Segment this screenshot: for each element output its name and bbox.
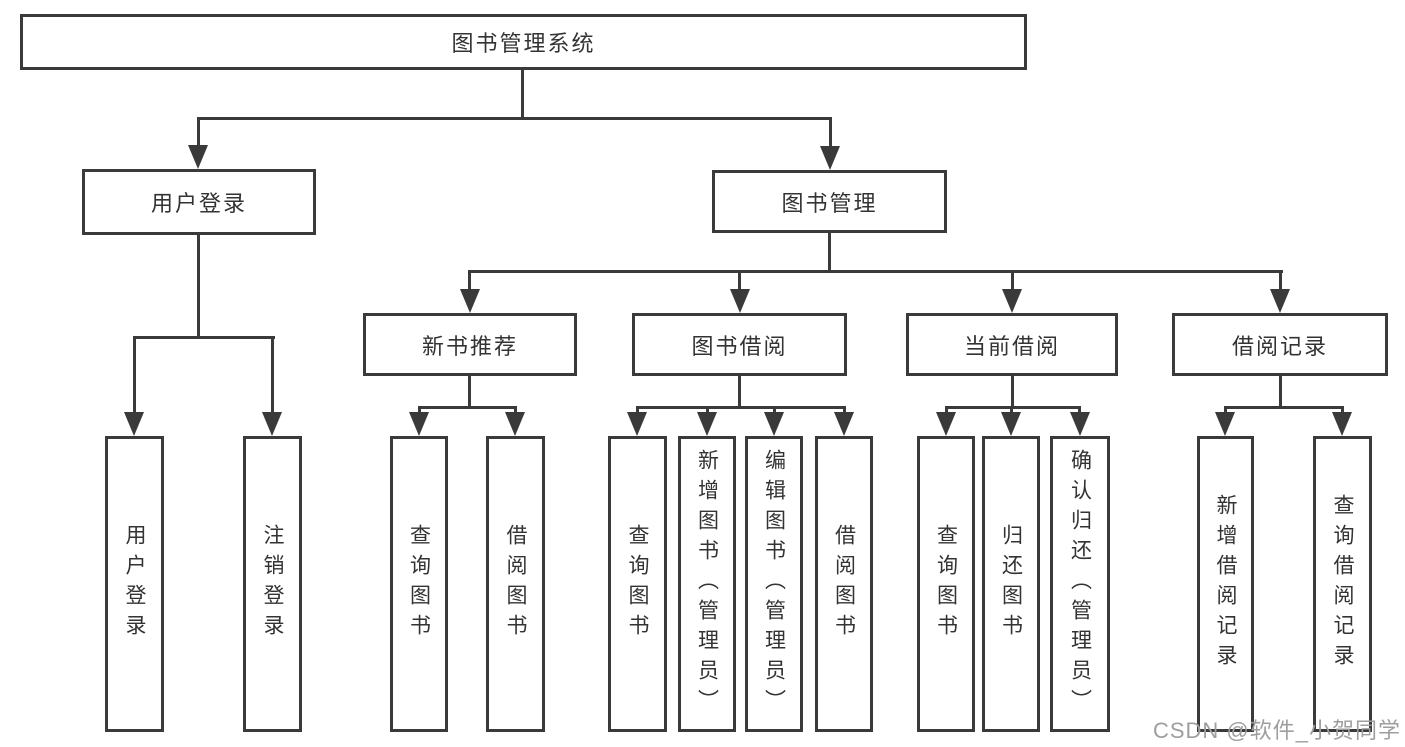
node-current-borrowing: 当前借阅	[906, 313, 1118, 376]
leaf-label: 归还图书	[999, 524, 1023, 644]
arrow-down-icon	[627, 412, 647, 436]
connector-arrow-shaft	[738, 270, 741, 290]
leaf-borrow-books-2: 借阅图书	[815, 436, 873, 732]
connector-book-borrowing-stub	[738, 376, 741, 408]
connector-arrow-shaft	[197, 117, 200, 147]
connector-user-login-horizontal	[133, 336, 275, 339]
csdn-watermark: CSDN @软件_小贺同学	[1152, 718, 1401, 743]
connector-user-login-stub	[197, 235, 200, 338]
leaf-query-books-3: 查询图书	[917, 436, 975, 732]
leaf-label: 借阅图书	[504, 524, 527, 644]
arrow-down-icon	[1070, 412, 1090, 436]
leaf-add-borrow-record: 新增借阅记录	[1197, 436, 1254, 732]
node-label: 借阅记录	[1231, 333, 1328, 359]
connector-arrow-shaft	[271, 336, 274, 414]
arrow-down-icon	[697, 412, 717, 436]
arrow-down-icon	[188, 145, 208, 169]
arrow-down-icon	[820, 146, 840, 170]
node-label: 用户登录	[150, 191, 247, 216]
arrow-down-icon	[262, 412, 282, 436]
connector-arrow-shaft	[773, 406, 776, 416]
leaf-label: 用户登录	[123, 524, 146, 644]
node-label: 新书推荐	[421, 333, 518, 359]
node-label: 图书管理系统	[451, 31, 596, 56]
connector-root-horizontal	[197, 117, 832, 120]
connector-arrow-shaft	[1279, 270, 1282, 290]
arrow-down-icon	[764, 412, 784, 436]
arrow-down-icon	[1215, 412, 1235, 436]
connector-arrow-shaft	[1224, 406, 1227, 416]
arrow-down-icon	[834, 412, 854, 436]
node-borrowing-records: 借阅记录	[1172, 313, 1388, 376]
leaf-label: 注销登录	[261, 524, 284, 644]
leaf-label: 查询图书	[626, 524, 649, 644]
arrow-down-icon	[409, 412, 429, 436]
arrow-down-icon	[460, 289, 480, 313]
leaf-label: 查询借阅记录	[1331, 494, 1354, 674]
connector-new-book-horizontal	[419, 406, 517, 409]
arrow-down-icon	[730, 289, 750, 313]
node-user-login: 用户登录	[82, 169, 316, 235]
connector-current-borrowing-horizontal	[946, 406, 1080, 409]
arrow-down-icon	[1332, 412, 1352, 436]
leaf-logout: 注销登录	[243, 436, 302, 732]
leaf-user-login: 用户登录	[105, 436, 164, 732]
node-book-borrowing: 图书借阅	[632, 313, 847, 376]
node-book-management: 图书管理	[712, 170, 947, 233]
connector-arrow-shaft	[514, 406, 517, 416]
leaf-confirm-return-admin: 确认归还（管理员）	[1050, 436, 1110, 732]
connector-level3-horizontal	[470, 270, 1283, 273]
connector-arrow-shaft	[1011, 270, 1014, 290]
connector-borrowing-records-horizontal	[1225, 406, 1343, 409]
connector-arrow-shaft	[636, 406, 639, 416]
leaf-edit-books-admin: 编辑图书（管理员）	[745, 436, 803, 732]
leaf-label: 借阅图书	[832, 524, 856, 644]
connector-arrow-shaft	[468, 270, 471, 290]
arrow-down-icon	[124, 412, 144, 436]
leaf-query-books-2: 查询图书	[608, 436, 667, 732]
connector-arrow-shaft	[133, 336, 136, 414]
leaf-query-books-1: 查询图书	[390, 436, 448, 732]
connector-arrow-shaft	[829, 117, 832, 147]
arrow-down-icon	[1270, 289, 1290, 313]
connector-arrow-shaft	[706, 406, 709, 416]
connector-arrow-shaft	[1341, 406, 1344, 416]
leaf-label: 查询图书	[934, 524, 958, 644]
connector-root-stub	[521, 70, 524, 117]
leaf-label: 编辑图书（管理员）	[762, 449, 786, 719]
connector-arrow-shaft	[418, 406, 421, 416]
leaf-borrow-books-1: 借阅图书	[486, 436, 545, 732]
node-new-book-recommend: 新书推荐	[363, 313, 577, 376]
leaf-add-books-admin: 新增图书（管理员）	[678, 436, 736, 732]
connector-new-book-stub	[468, 376, 471, 408]
arrow-down-icon	[1002, 289, 1022, 313]
connector-current-borrowing-stub	[1011, 376, 1014, 408]
arrow-down-icon	[505, 412, 525, 436]
arrow-down-icon	[1001, 412, 1021, 436]
connector-borrowing-records-stub	[1279, 376, 1282, 408]
leaf-label: 确认归还（管理员）	[1068, 449, 1092, 719]
node-root-library-management-system: 图书管理系统	[20, 14, 1027, 70]
leaf-label: 查询图书	[407, 524, 431, 644]
connector-arrow-shaft	[843, 406, 846, 416]
leaf-query-borrow-record: 查询借阅记录	[1313, 436, 1372, 732]
leaf-return-books: 归还图书	[982, 436, 1040, 732]
connector-arrow-shaft	[1010, 406, 1013, 416]
arrow-down-icon	[936, 412, 956, 436]
node-label: 图书管理	[781, 190, 878, 216]
connector-arrow-shaft	[945, 406, 948, 416]
connector-arrow-shaft	[1078, 406, 1081, 416]
node-label: 当前借阅	[963, 333, 1060, 359]
connector-book-borrowing-horizontal	[637, 406, 845, 409]
leaf-label: 新增借阅记录	[1214, 494, 1237, 674]
leaf-label: 新增图书（管理员）	[695, 449, 719, 719]
node-label: 图书借阅	[691, 333, 788, 359]
connector-book-management-stub	[828, 233, 831, 271]
